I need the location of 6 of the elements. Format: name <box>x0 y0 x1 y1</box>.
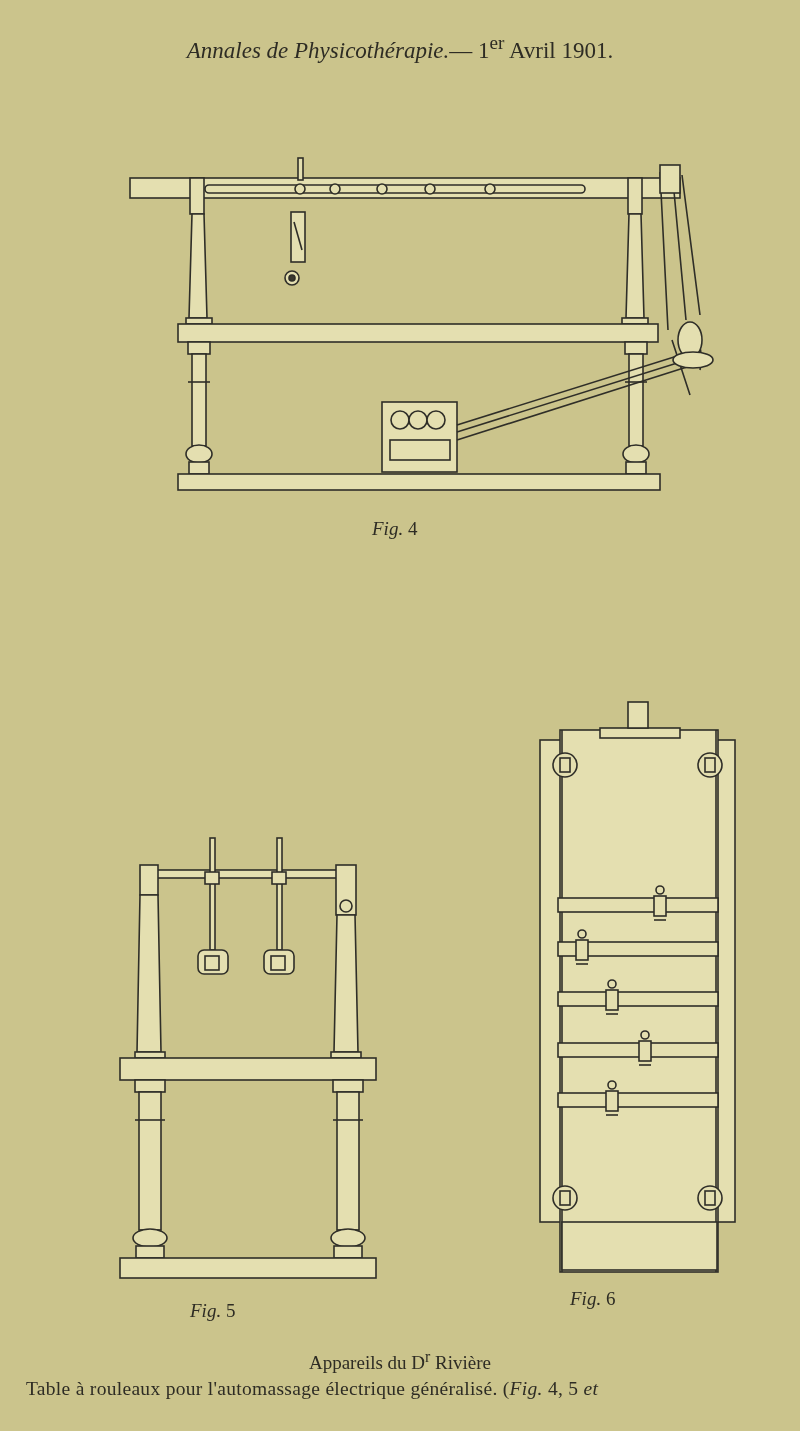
figure-label: Fig. 5 <box>190 1300 236 1322</box>
page-title: Annales de Physicothérapie.— 1$^{er}$ Avril 1901. <box>184 32 615 64</box>
figure-label: Fig. 4 <box>372 518 418 540</box>
caption-text: Table à rouleaux pour l'automassage électrique généralisé. (Fig. 4, 5 et <box>26 1378 599 1400</box>
figure-caption: Appareils du D$^{r}$ Rivière <box>307 1348 493 1375</box>
figure-label: Fig. 6 <box>570 1288 616 1310</box>
